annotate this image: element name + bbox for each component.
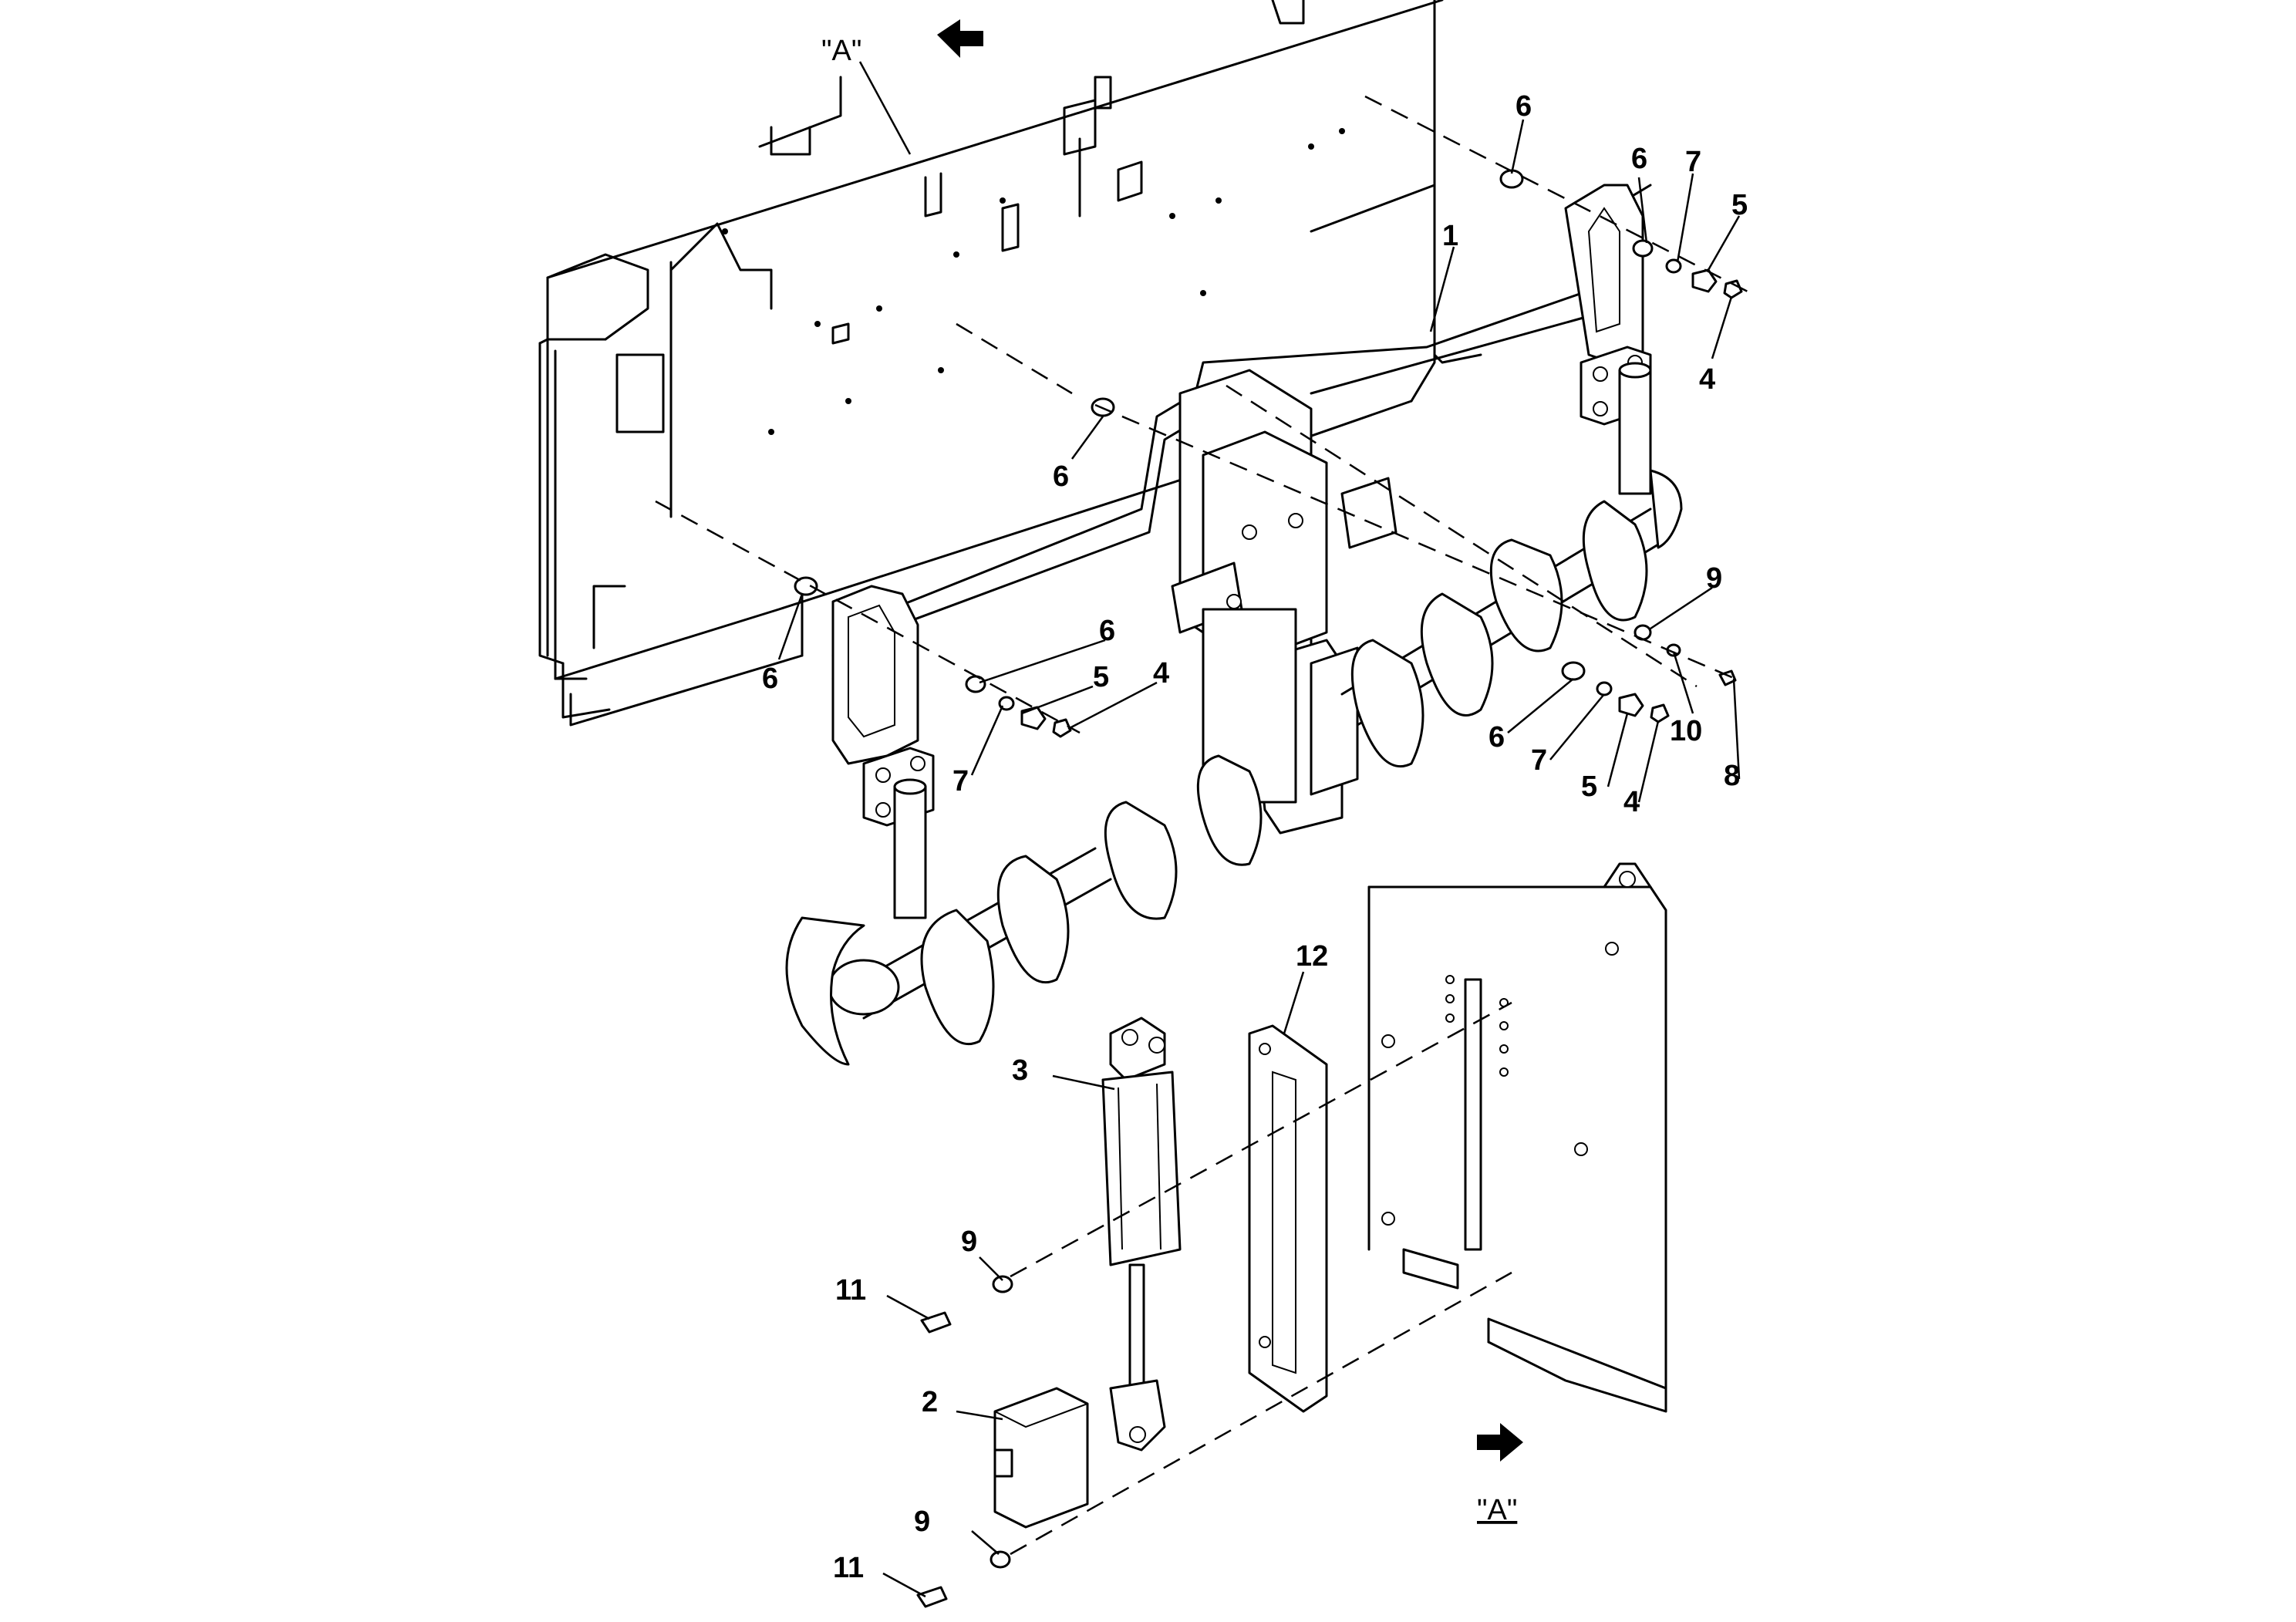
hydraulic-cylinder [1101, 1017, 1182, 1452]
frame-left-block [538, 253, 649, 719]
callout-5b: 5 [1093, 661, 1109, 693]
callout-9c: 9 [914, 1506, 930, 1538]
callout-6a: 6 [1515, 90, 1532, 123]
callout-2: 2 [922, 1386, 938, 1418]
callout-labels: "A" "A" 1 6 6 7 5 4 6 6 6 5 4 7 9 10 8 6… [762, 35, 1748, 1584]
hardware-stack-upper-right [1499, 169, 1743, 299]
view-label-bottom: "A" [1477, 1494, 1517, 1526]
view-arrow-icon-bottom [1477, 1423, 1523, 1462]
callout-4b: 4 [1153, 657, 1169, 690]
callout-4c: 4 [1623, 786, 1640, 818]
callout-3: 3 [1012, 1054, 1028, 1087]
callout-8: 8 [1724, 760, 1740, 792]
hanger-posts [893, 362, 1652, 919]
callout-6d: 6 [762, 663, 778, 695]
callout-9a: 9 [1706, 562, 1722, 595]
view-arrow-icon-top [937, 19, 983, 58]
left-auger [785, 754, 1263, 1066]
callout-11a: 11 [835, 1274, 866, 1307]
cylinder-guard-2 [993, 1387, 1089, 1529]
leader-lines [777, 61, 1741, 1598]
hardware-lower-bolts [916, 1275, 1013, 1608]
callout-4a: 4 [1699, 363, 1715, 396]
callout-12: 12 [1296, 940, 1328, 973]
callout-7b: 7 [952, 765, 969, 798]
callout-5c: 5 [1581, 771, 1597, 803]
mounting-bar-12 [1248, 1024, 1328, 1413]
right-auger [1340, 469, 1683, 768]
callout-6e: 6 [1099, 615, 1115, 647]
hardware-stack-lower-right [1561, 624, 1737, 723]
callout-9b: 9 [961, 1226, 977, 1258]
assembly-centerlines [655, 95, 1752, 1556]
callout-1: 1 [1442, 220, 1458, 252]
callout-7c: 7 [1531, 744, 1547, 777]
callout-6b: 6 [1631, 143, 1647, 175]
side-plate [1367, 862, 1667, 1413]
callout-6f: 6 [1489, 721, 1505, 754]
callout-10: 10 [1670, 715, 1702, 747]
callout-5a: 5 [1731, 189, 1748, 221]
callout-11b: 11 [833, 1552, 864, 1584]
callout-7a: 7 [1685, 146, 1701, 178]
view-label-top: "A" [821, 35, 861, 67]
callout-6c: 6 [1053, 460, 1069, 493]
